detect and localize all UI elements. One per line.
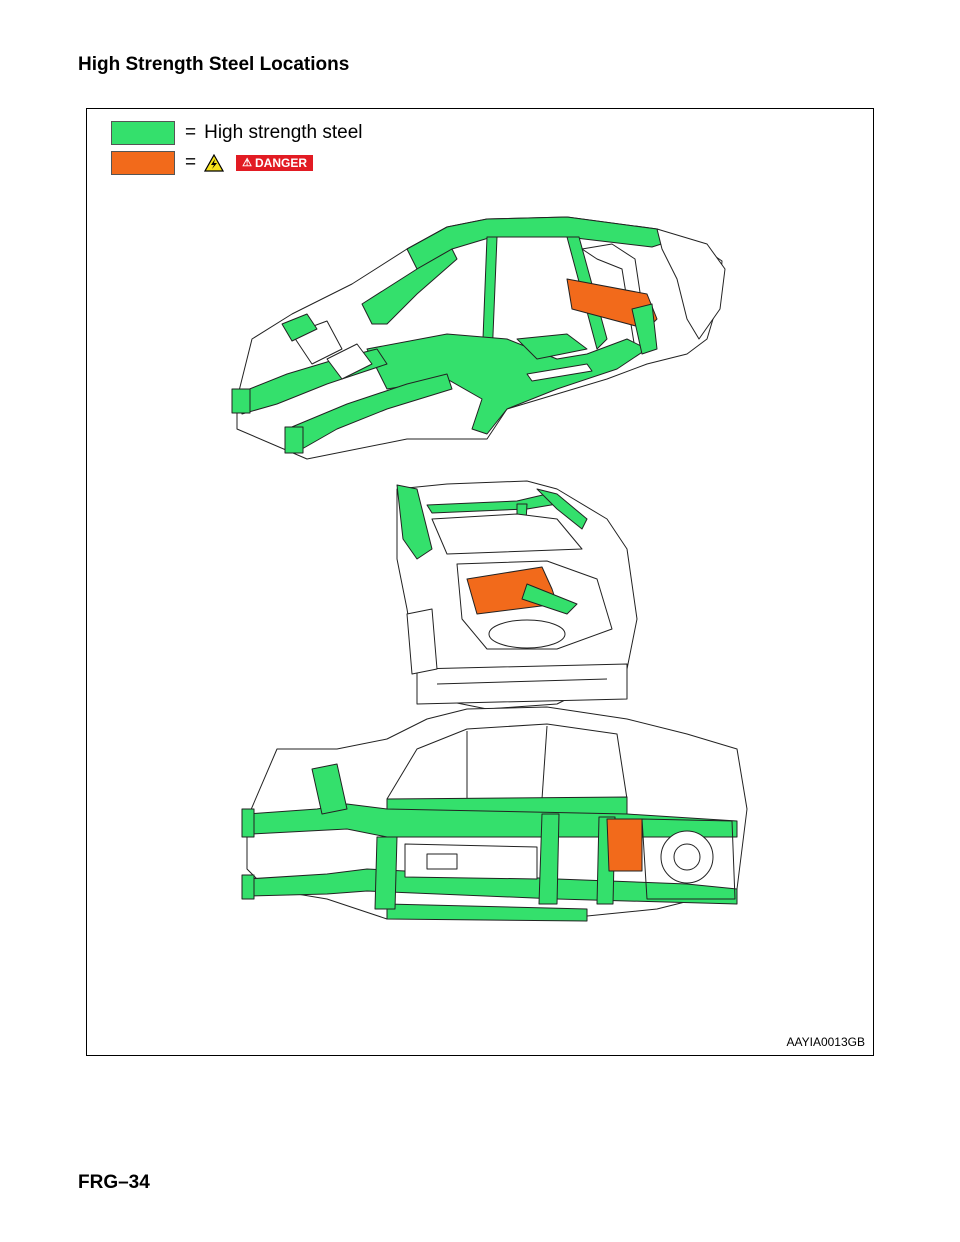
front-three-quarter-view [231, 216, 726, 460]
figure-frame: = High strength steel = ⚠ DANGER [86, 108, 874, 1056]
legend-equals: = [185, 152, 197, 173]
high-voltage-warning-icon [204, 154, 225, 172]
warning-triangle-icon: ⚠ [242, 157, 252, 169]
side-underbody-view [241, 706, 748, 922]
green-swatch [111, 121, 175, 145]
page-title: High Strength Steel Locations [78, 54, 350, 75]
figure-code: AAYIA0013GB [786, 1035, 866, 1049]
legend-high-strength-label: High strength steel [204, 122, 363, 143]
danger-label: DANGER [254, 156, 307, 170]
legend-equals: = [185, 122, 197, 143]
legend-high-strength: = High strength steel [111, 121, 363, 145]
page-number: FRG–34 [78, 1172, 150, 1193]
orange-swatch [111, 151, 175, 175]
danger-badge: ⚠ DANGER [236, 155, 313, 171]
legend-danger: = ⚠ DANGER [111, 151, 313, 175]
body-structure-illustration [231, 216, 748, 922]
rear-three-quarter-view [396, 480, 638, 710]
